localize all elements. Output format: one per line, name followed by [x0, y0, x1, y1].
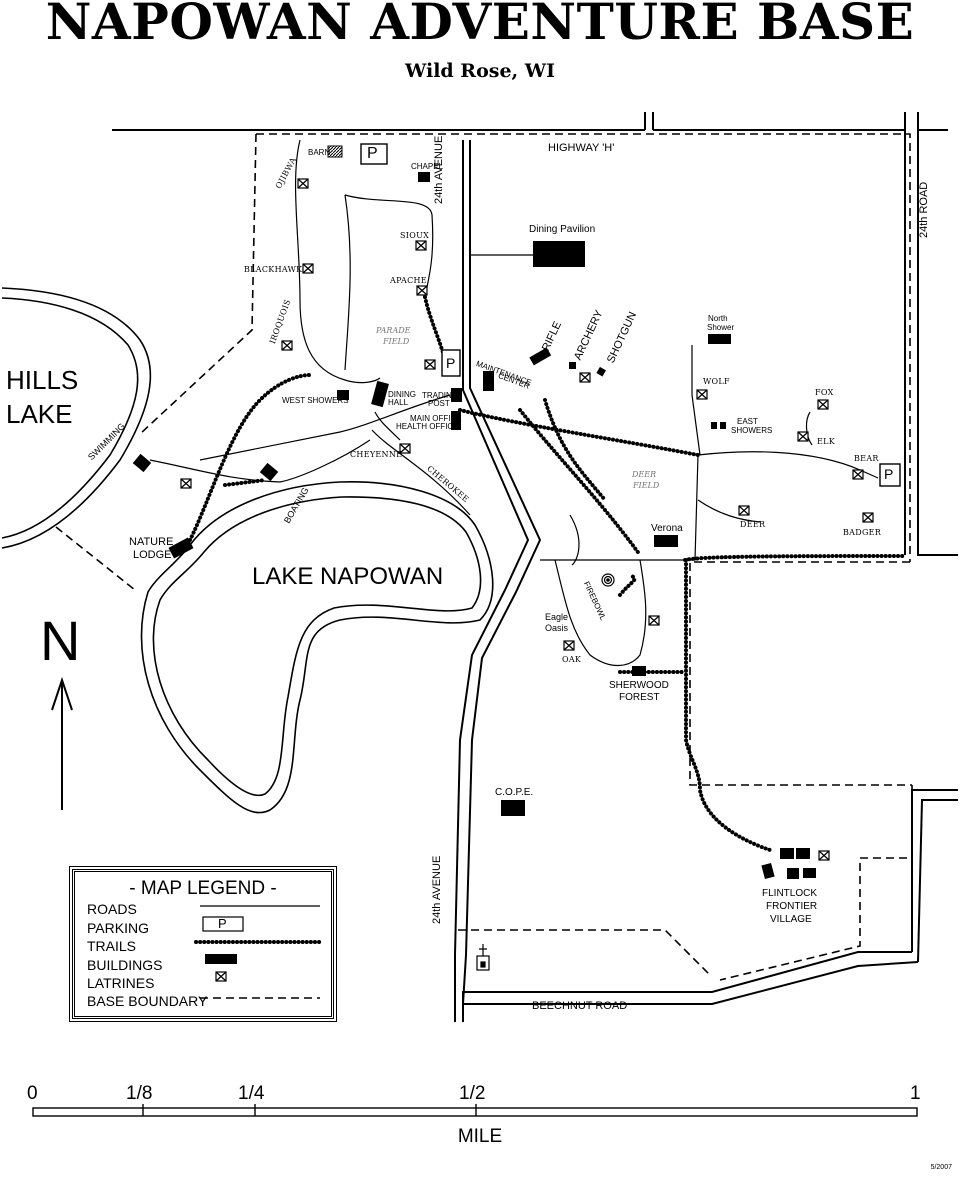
label-deer-field-1: DEER: [632, 470, 657, 479]
scale-tick-0: 0: [27, 1083, 38, 1104]
label-bear: BEAR: [854, 454, 879, 463]
legend-trails: TRAILS: [87, 938, 137, 954]
label-dining-hall-1: DINING: [388, 390, 416, 399]
label-parade-field-1: PARADE: [376, 326, 411, 335]
label-sherwood-2: FOREST: [619, 692, 660, 703]
label-24th-road: 24th ROAD: [918, 181, 930, 238]
label-trading-post-1: TRADING: [422, 391, 458, 400]
label-cheyenne: CHEYENNE: [350, 450, 403, 459]
label-deer-field-2: FIELD: [633, 481, 660, 490]
label-elk: ELK: [817, 437, 836, 446]
label-main-office-1: MAIN OFFICE: [410, 414, 462, 423]
roads: [112, 112, 958, 1022]
trails: [188, 295, 907, 852]
label-fox: FOX: [815, 388, 834, 397]
label-barn: BARN: [308, 148, 331, 157]
chapel-marker-icon: [476, 944, 490, 971]
label-24th-avenue-bottom: 24th AVENUE: [431, 855, 443, 924]
label-oak: OAK: [562, 655, 582, 664]
legend-parking-letter: P: [218, 916, 227, 931]
scale-tick-quarter: 1/4: [238, 1083, 265, 1104]
label-trading-post-2: POST: [428, 399, 450, 408]
label-nature-lodge-1: NATURE: [129, 536, 174, 548]
label-verona: Verona: [651, 523, 683, 534]
label-highway-h: HIGHWAY 'H': [548, 142, 615, 154]
label-parade-field-2: FIELD: [383, 337, 410, 346]
label-badger: BADGER: [843, 528, 882, 537]
label-beechnut-road: BEECHNUT ROAD: [532, 1000, 628, 1012]
label-apache: APACHE: [390, 276, 427, 285]
label-eagle-oasis-2: Oasis: [545, 623, 569, 633]
label-hills-lake-2: LAKE: [6, 399, 73, 429]
legend-title: - MAP LEGEND -: [129, 878, 277, 899]
scale-unit: MILE: [457, 1126, 503, 1147]
label-chapel: CHAPEL: [411, 162, 444, 171]
label-sherwood-1: SHERWOOD: [609, 680, 669, 691]
label-west-showers: WEST SHOWERS: [282, 396, 349, 405]
map-title: NAPOWAN ADVENTURE BASE: [45, 0, 915, 51]
map-date: 5/2007: [930, 1164, 952, 1171]
north-letter: N: [40, 609, 81, 672]
label-flintlock-3: VILLAGE: [770, 914, 812, 925]
label-eagle-oasis-1: Eagle: [545, 612, 569, 622]
label-flintlock-2: FRONTIER: [766, 901, 818, 912]
scale-tick-eighth: 1/8: [126, 1083, 153, 1104]
label-blackhawk: BLACKHAWK: [244, 265, 303, 274]
label-lake-napowan: LAKE NAPOWAN: [252, 563, 444, 590]
label-deer: DEER: [740, 520, 766, 529]
legend-boundary: BASE BOUNDARY: [87, 993, 208, 1009]
legend-latrines: LATRINES: [87, 975, 155, 991]
label-dining-pavilion: Dining Pavilion: [529, 224, 596, 235]
map-subtitle: Wild Rose, WI: [404, 60, 556, 82]
legend-parking: PARKING: [87, 920, 149, 936]
label-dining-hall-2: HALL: [388, 398, 409, 407]
latrines: [180, 178, 874, 861]
label-sioux: SIOUX: [400, 231, 430, 240]
firebowl-icon: [601, 573, 615, 587]
label-north-shower-1: North: [708, 314, 728, 323]
label-north-shower-2: Shower: [707, 323, 735, 332]
label-east-showers-2: SHOWERS: [731, 426, 773, 435]
parking-boxes: [360, 143, 901, 487]
scale-tick-1: 1: [910, 1083, 921, 1104]
label-flintlock-1: FLINTLOCK: [762, 888, 818, 899]
label-hills-lake-1: HILLS: [6, 365, 79, 395]
legend-symbols: [194, 905, 322, 999]
north-arrow-icon: [51, 676, 73, 810]
legend-roads: ROADS: [87, 901, 137, 917]
scale-tick-half: 1/2: [459, 1083, 486, 1104]
scale-bar: [32, 1104, 918, 1117]
parking-letter-trading: P: [446, 355, 456, 371]
shorelines: [1, 287, 494, 814]
label-main-office-2: HEALTH OFFICE: [396, 422, 459, 431]
label-wolf: WOLF: [703, 377, 730, 386]
paths: [149, 139, 879, 667]
base-boundary: [55, 133, 913, 981]
parking-letter-barn: P: [367, 145, 378, 162]
legend-buildings: BUILDINGS: [87, 957, 163, 973]
label-east-showers-1: EAST: [737, 417, 758, 426]
label-cope: C.O.P.E.: [495, 787, 534, 798]
map-legend: - MAP LEGEND - ROADS PARKING TRAILS BUIL…: [69, 866, 337, 1022]
label-nature-lodge-2: LODGE: [133, 549, 172, 561]
buildings: [132, 145, 816, 880]
parking-letter-bear: P: [884, 466, 894, 482]
